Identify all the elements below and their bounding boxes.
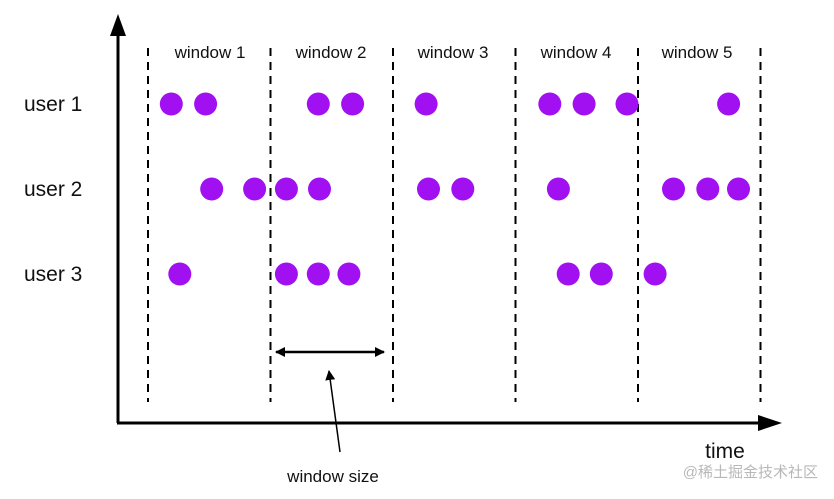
- event-dot-user-2: [308, 177, 331, 201]
- event-dot-user-3: [337, 262, 361, 286]
- row-label-user-1: user 1: [24, 93, 82, 116]
- event-dot-user-1: [717, 92, 741, 116]
- window-size-pointer: [325, 370, 341, 453]
- event-dot-user-1: [538, 92, 562, 116]
- window-label-4: window 4: [540, 43, 612, 62]
- event-dot-user-2: [727, 177, 750, 201]
- event-dot-user-2: [662, 177, 685, 201]
- event-dot-user-1: [414, 92, 438, 116]
- window-boundaries: [147, 48, 762, 402]
- event-dot-user-1: [194, 92, 218, 116]
- event-dot-user-3: [168, 262, 192, 286]
- event-dot-user-3: [556, 262, 580, 286]
- row-label-user-2: user 2: [24, 178, 82, 201]
- event-dot-user-2: [200, 177, 224, 201]
- window-label-1: window 1: [174, 43, 246, 62]
- row-label-user-3: user 3: [24, 263, 82, 286]
- event-dot-user-2: [274, 177, 298, 201]
- event-dot-user-3: [306, 262, 330, 286]
- event-dot-user-2: [243, 177, 267, 201]
- event-dot-user-2: [451, 177, 475, 201]
- window-size-label: window size: [286, 467, 379, 486]
- y-axis-arrowhead: [110, 14, 126, 36]
- event-dot-user-1: [306, 92, 330, 116]
- event-dot-user-1: [159, 92, 183, 116]
- window-labels: window 1 window 2 window 3 window 4 wind…: [174, 43, 733, 62]
- watermark: @稀土掘金技术社区: [683, 464, 818, 481]
- x-axis-label: time: [705, 440, 745, 463]
- window-label-2: window 2: [295, 43, 367, 62]
- event-dot-user-3: [589, 262, 613, 286]
- event-dot-user-3: [643, 262, 667, 286]
- event-dot-user-1: [615, 92, 639, 116]
- x-axis-arrowhead: [758, 415, 782, 431]
- event-dot-user-1: [341, 92, 365, 116]
- event-dot-user-3: [274, 262, 298, 286]
- window-label-5: window 5: [661, 43, 733, 62]
- event-dot-user-2: [417, 177, 440, 201]
- window-label-3: window 3: [417, 43, 489, 62]
- event-dot-user-1: [572, 92, 596, 116]
- row-labels: user 1 user 2 user 3: [24, 93, 82, 286]
- event-dot-user-2: [696, 177, 720, 201]
- event-dot-user-2: [546, 177, 570, 201]
- event-dots: [159, 92, 750, 286]
